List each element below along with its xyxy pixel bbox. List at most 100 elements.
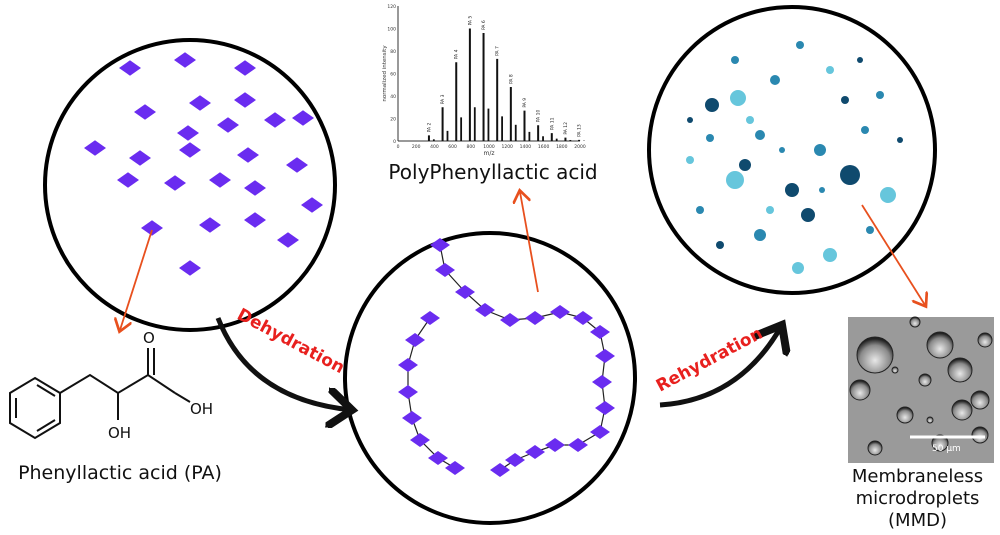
monomer-circle (43, 38, 337, 332)
monomer-diamond (430, 238, 450, 252)
chart-bar-secondary (514, 124, 517, 141)
monomer-diamond (428, 451, 448, 465)
micro-droplet (926, 416, 934, 424)
x-tick-label: 400 (430, 144, 439, 150)
monomer-diamond (568, 438, 588, 452)
chart-bar-secondary (432, 139, 435, 141)
droplet (754, 229, 766, 241)
monomer-diamond (179, 260, 201, 276)
droplet (897, 137, 903, 143)
droplet (779, 147, 785, 153)
monomer-diamond (402, 411, 422, 425)
monomer-diamond (264, 112, 286, 128)
dehydration-arrow (215, 317, 352, 410)
polymer-circle (343, 231, 637, 525)
monomer-diamond (286, 157, 308, 173)
monomer-diamond (410, 433, 430, 447)
monomer-diamond (134, 104, 156, 120)
monomer-diamond (234, 60, 256, 76)
droplet (857, 57, 863, 63)
monomer-diamond (590, 325, 610, 339)
monomer-diamond (217, 117, 239, 133)
monomer-diamond (164, 175, 186, 191)
droplet (755, 130, 765, 140)
monomer-diamond (550, 305, 570, 319)
droplet (705, 98, 719, 112)
monomer-diamond (525, 311, 545, 325)
bar-label: PA 11 (549, 117, 555, 130)
monomer-diamond (398, 358, 418, 372)
y-tick-label: 0 (393, 139, 396, 145)
x-tick-label: 2000 (574, 144, 586, 150)
bar-label: PA 2 (426, 122, 432, 132)
arrow-to-monomer (120, 229, 153, 330)
monomer-diamond (475, 303, 495, 317)
droplet (792, 262, 804, 274)
y-tick-label: 20 (390, 117, 396, 123)
rehydration-label: Rehydration (653, 324, 766, 397)
droplet (840, 165, 860, 185)
monomer-diamond (545, 438, 565, 452)
droplet (785, 183, 799, 197)
micro-droplet (971, 426, 989, 444)
chart-bar (578, 139, 581, 141)
micro-droplet (909, 316, 921, 328)
droplet (826, 66, 834, 74)
micro-droplet (856, 336, 894, 374)
x-tick-label: 1000 (483, 144, 495, 150)
x-tick-label: 1800 (556, 144, 568, 150)
droplet (687, 117, 693, 123)
phenyllactic-acid-structure (9, 348, 191, 440)
micro-droplet (931, 434, 949, 452)
chart-bar (496, 58, 499, 141)
monomer-diamond (455, 285, 475, 299)
monomer-diamond (420, 311, 440, 325)
mmd-line-1: Membraneless (851, 466, 984, 487)
chart-bar-secondary (501, 116, 503, 141)
monomer-diamond (405, 333, 425, 347)
chart-bar-secondary (446, 130, 449, 141)
x-tick-label: 1400 (520, 144, 532, 150)
droplet (716, 241, 724, 249)
x-tick-label: 200 (412, 144, 421, 150)
droplet (731, 56, 739, 64)
droplet (876, 91, 884, 99)
monomer-diamond (500, 313, 520, 327)
bar-label: PA 12 (563, 122, 569, 135)
y-tick-label: 40 (390, 94, 396, 100)
micro-droplet (947, 357, 973, 383)
arrow-to-spectrum (520, 192, 539, 293)
x-tick-label: 1200 (501, 144, 513, 150)
chart-bar (482, 33, 485, 141)
scale-bar-label: 50 µm (932, 444, 961, 454)
micro-droplet (891, 366, 899, 374)
droplet (814, 144, 826, 156)
monomer-diamond (84, 140, 106, 156)
droplet (866, 226, 874, 234)
monomer-diamond (595, 349, 615, 363)
bar-label: PA 7 (495, 46, 501, 56)
chart-bar-secondary (460, 117, 463, 141)
micro-droplet (977, 332, 993, 348)
chart-bar-secondary (542, 136, 544, 141)
rehydration-arrow (659, 325, 782, 408)
chart-bar (537, 125, 540, 141)
monomer-diamond (435, 263, 455, 277)
monomer-diamond (292, 110, 314, 126)
chart-bar (468, 28, 471, 141)
chart-bar (427, 135, 430, 141)
bar-label: PA 10 (536, 109, 542, 122)
chart-bar (509, 87, 512, 141)
chart-bar-secondary (473, 107, 476, 141)
x-tick-label: 1600 (538, 144, 550, 150)
micro-droplet (867, 440, 883, 456)
monomer-diamond (590, 425, 610, 439)
monomer-diamond (119, 60, 141, 76)
arrow-to-micrograph (861, 204, 925, 305)
monomer-diamond (129, 150, 151, 166)
droplet (730, 90, 746, 106)
x-tick-label: 600 (448, 144, 457, 150)
monomer-diamond (244, 180, 266, 196)
monomer-diamond (179, 142, 201, 158)
